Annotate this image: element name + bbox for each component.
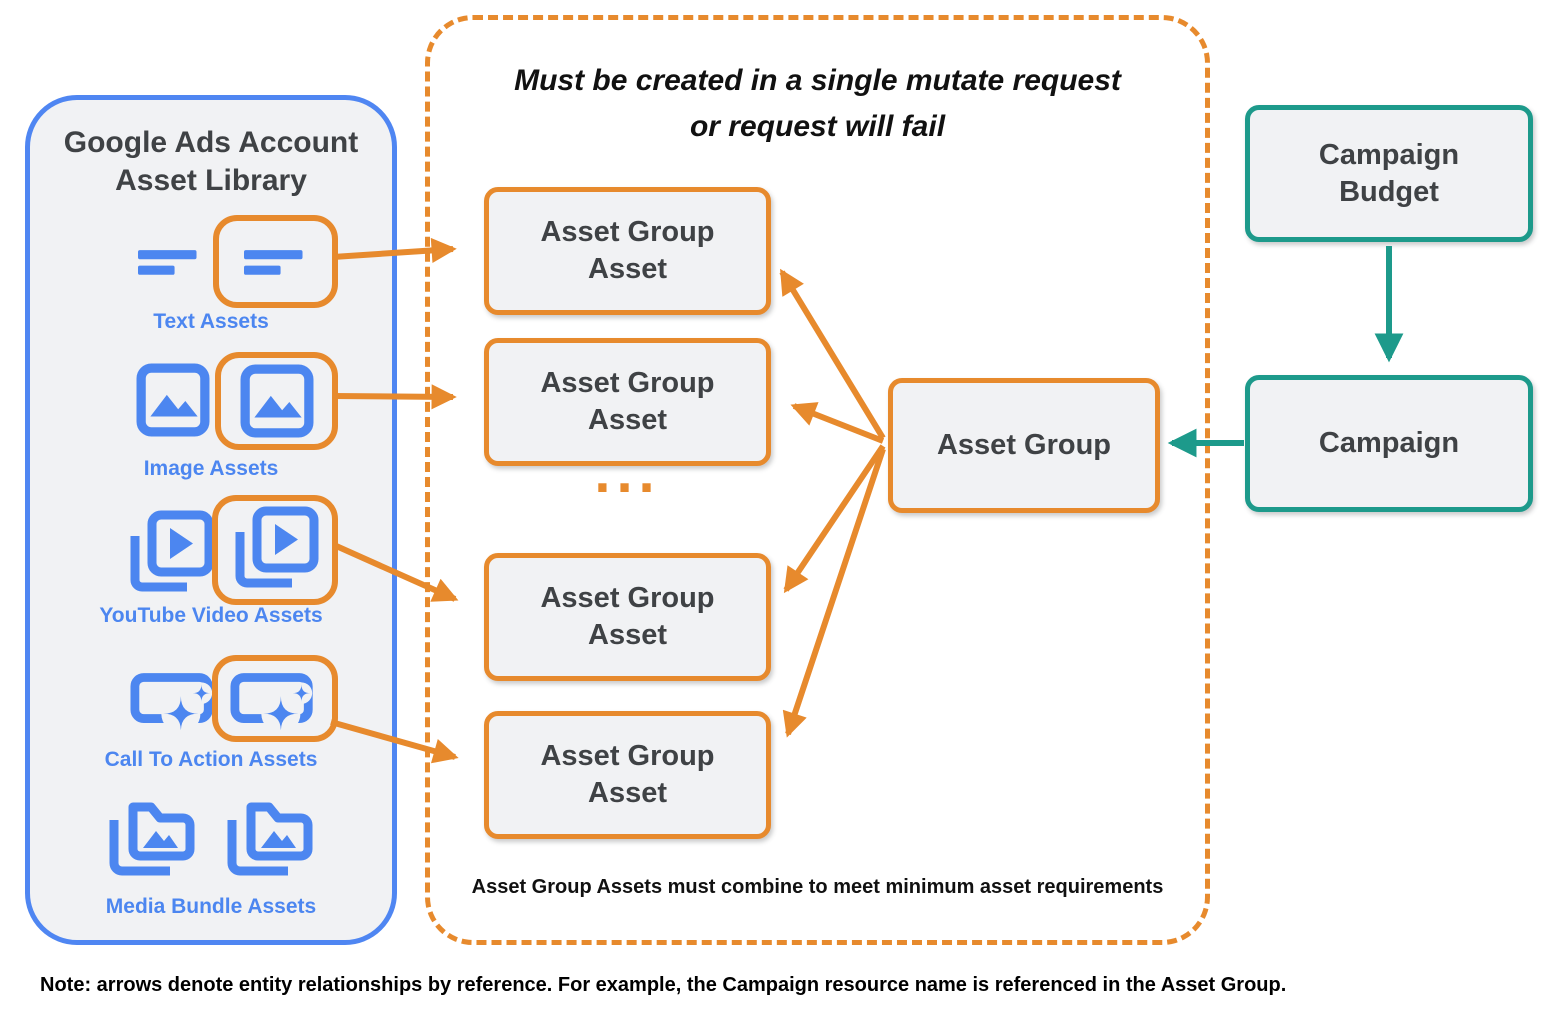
youtube-video-asset-icon: [125, 510, 215, 598]
asset-group-asset-box: Asset Group Asset: [484, 338, 771, 466]
asset-group-asset-label: Asset Group Asset: [540, 216, 715, 285]
asset-group-label: Asset Group: [936, 429, 1112, 461]
media-bundle-assets-label: Media Bundle Assets: [105, 895, 317, 918]
library-panel: Google Ads Account Asset Library Text As…: [25, 95, 397, 945]
asset-group-asset-label: Asset Group Asset: [540, 740, 715, 809]
call-to-action-assets-label: Call To Action Assets: [104, 748, 318, 771]
media-bundle-asset-icon: [105, 790, 199, 880]
campaign-box: Campaign: [1245, 375, 1533, 512]
asset-group-asset-box: Asset Group Asset: [484, 711, 771, 839]
image-asset-highlight-ring: [215, 352, 338, 450]
youtube-video-asset-highlight-ring: [212, 495, 338, 605]
asset-group-asset-label: Asset Group Asset: [540, 582, 715, 651]
mutate-request-group: Must be created in a single mutate reque…: [425, 15, 1210, 945]
campaign-budget-label: Campaign Budget: [1318, 138, 1460, 208]
library-title: Google Ads Account Asset Library: [63, 126, 359, 197]
call-to-action-asset-highlight-ring: [212, 655, 338, 742]
media-bundle-asset-icon: [223, 790, 317, 880]
call-to-action-asset-icon: [230, 668, 320, 730]
image-asset-icon: [136, 363, 210, 437]
call-to-action-asset-icon: [130, 668, 220, 730]
note-text: Note: arrows denote entity relationships…: [40, 974, 1287, 996]
image-assets-label: Image Assets: [143, 457, 279, 480]
mutate-group-title: Must be created in a single mutate reque…: [514, 64, 1121, 143]
text-asset-icon: [243, 248, 308, 276]
asset-group-box: Asset Group: [888, 378, 1160, 513]
youtube-video-assets-label: YouTube Video Assets: [99, 604, 323, 627]
asset-group-asset-label: Asset Group Asset: [540, 367, 715, 436]
image-asset-icon: [240, 364, 314, 438]
mutate-group-footnote: Asset Group Assets must combine to meet …: [471, 876, 1164, 898]
youtube-video-asset-icon: [230, 506, 320, 594]
campaign-budget-box: Campaign Budget: [1245, 105, 1533, 242]
text-asset-highlight-ring: [213, 215, 338, 308]
text-assets-label: Text Assets: [153, 310, 269, 333]
campaign-label: Campaign: [1318, 427, 1460, 459]
more-assets-ellipsis: ...: [594, 440, 661, 505]
asset-group-asset-box: Asset Group Asset: [484, 187, 771, 315]
text-asset-icon: [138, 248, 202, 276]
asset-group-asset-box: Asset Group Asset: [484, 553, 771, 681]
